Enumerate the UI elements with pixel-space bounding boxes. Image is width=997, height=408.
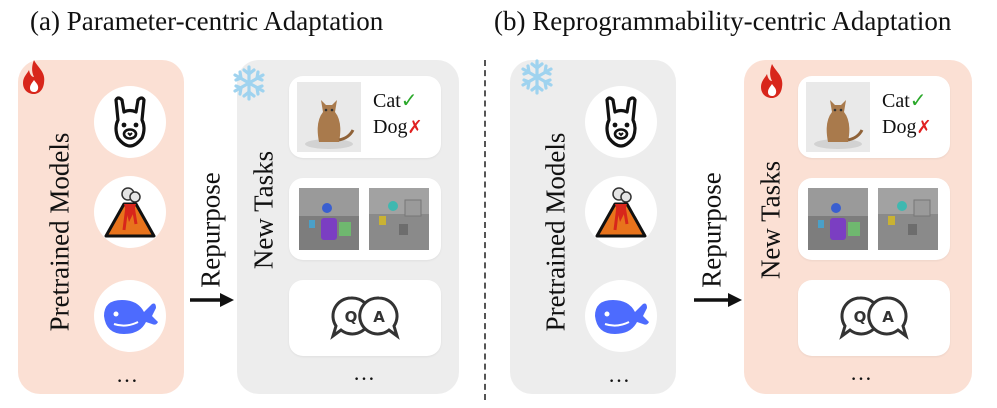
qa-task-card: Q A (798, 280, 950, 356)
models-ellipsis: … (116, 362, 140, 387)
dog-label: Dog (882, 116, 917, 138)
model-circle-2 (585, 176, 657, 248)
check-icon: ✓ (400, 90, 418, 112)
cross-icon: ✗ (916, 117, 932, 138)
scene-image-2 (369, 188, 429, 250)
volcano-icon (595, 187, 647, 238)
repurpose-label: Repurpose (195, 172, 226, 288)
model-circle-1 (94, 86, 166, 158)
pretrained-models-label: Pretrained Models (540, 132, 571, 332)
new-tasks-label: New Tasks (248, 150, 279, 270)
tasks-ellipsis: … (850, 360, 874, 385)
new-tasks-label: New Tasks (755, 160, 786, 280)
classification-task-card: Cat✓ Dog✗ (798, 76, 950, 158)
scene-image-1 (808, 188, 868, 250)
qa-bubbles-icon: Q A (330, 296, 400, 340)
dog-label: Dog (373, 116, 408, 138)
scene-task-card (798, 178, 950, 260)
qa-q: Q (854, 308, 867, 326)
qa-a: A (373, 308, 385, 326)
models-ellipsis: … (608, 362, 632, 387)
cat-label: Cat (373, 90, 401, 112)
qa-a: A (882, 308, 894, 326)
scene-task-card (289, 178, 441, 260)
llama-icon (605, 96, 637, 148)
qa-task-card: Q A (289, 280, 441, 356)
cross-icon: ✗ (407, 117, 423, 138)
cat-photo (806, 82, 870, 152)
model-circle-3 (94, 280, 166, 352)
volcano-icon (104, 187, 156, 238)
scene-image-1 (299, 188, 359, 250)
cat-photo (297, 82, 361, 152)
cat-label: Cat (882, 90, 910, 112)
model-circle-1 (585, 86, 657, 158)
check-icon: ✓ (909, 90, 927, 112)
qa-q: Q (345, 308, 358, 326)
fire-icon (761, 64, 783, 98)
tasks-ellipsis: … (353, 360, 377, 385)
model-circle-3 (585, 280, 657, 352)
qa-bubbles-icon: Q A (839, 296, 909, 340)
pretrained-models-label: Pretrained Models (44, 132, 75, 332)
panel-divider (484, 60, 486, 400)
classification-task-card: Cat✓ Dog✗ (289, 76, 441, 158)
repurpose-arrow-icon (190, 293, 234, 307)
scene-image-2 (878, 188, 938, 250)
snowflake-icon (521, 59, 553, 95)
model-circle-2 (94, 176, 166, 248)
repurpose-arrow-icon (694, 293, 742, 307)
whale-icon (595, 300, 649, 334)
panel-a-title: (a) Parameter-centric Adaptation (30, 6, 384, 36)
fire-icon (23, 60, 45, 94)
repurpose-label: Repurpose (696, 172, 727, 288)
snowflake-icon (233, 65, 265, 101)
panel-b-title: (b) Reprogrammability-centric Adaptation (494, 6, 952, 36)
llama-icon (114, 96, 146, 148)
whale-icon (104, 300, 158, 334)
